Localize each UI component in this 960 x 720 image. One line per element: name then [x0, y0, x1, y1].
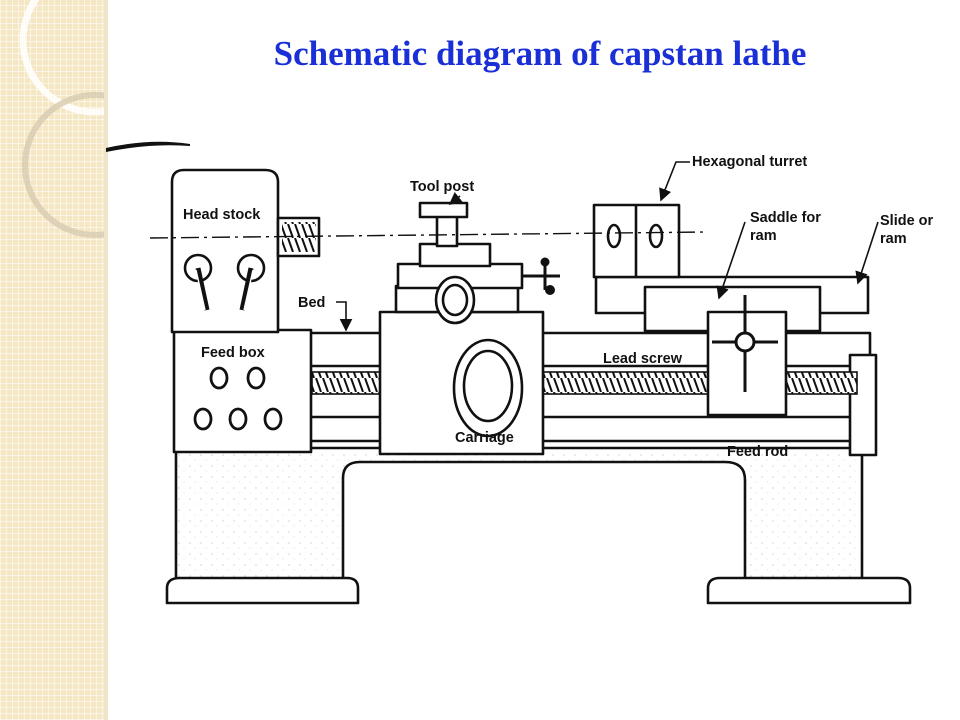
head-stock [170, 168, 280, 334]
label-head-stock: Head stock [183, 207, 261, 223]
carriage-handwheel-inner [462, 349, 514, 423]
tool-post-base [418, 242, 492, 268]
label-tool-post: Tool post [410, 179, 474, 195]
label-slide-or-ram-line1: Slide or [880, 213, 934, 229]
feed-box [172, 328, 313, 454]
carriage-knob-inner [441, 283, 469, 317]
label-lead-screw: Lead screw [603, 351, 683, 367]
capstan-saddle [706, 310, 788, 417]
lathe-base [174, 446, 864, 582]
tool-post-top [418, 201, 469, 219]
right-support [848, 353, 878, 457]
label-hexagonal-turret: Hexagonal turret [692, 154, 807, 170]
label-saddle-for-ram-line1: Saddle for [750, 210, 821, 226]
decorative-rings [19, 0, 104, 238]
label-saddle-for-ram-line2: ram [750, 228, 777, 244]
label-bed: Bed [298, 295, 325, 311]
label-feed-box: Feed box [201, 345, 265, 361]
decorative-side-panel [0, 0, 104, 720]
right-foot [706, 576, 912, 605]
slide-title: Schematic diagram of capstan lathe [273, 34, 807, 73]
label-carriage: Carriage [455, 430, 514, 446]
label-feed-rod: Feed rod [727, 444, 788, 460]
left-foot [165, 576, 360, 605]
side-panel-edge [104, 0, 108, 720]
tool-post-column [435, 212, 459, 248]
label-slide-or-ram-line2: ram [880, 231, 907, 247]
decorative-swoosh [106, 141, 190, 152]
